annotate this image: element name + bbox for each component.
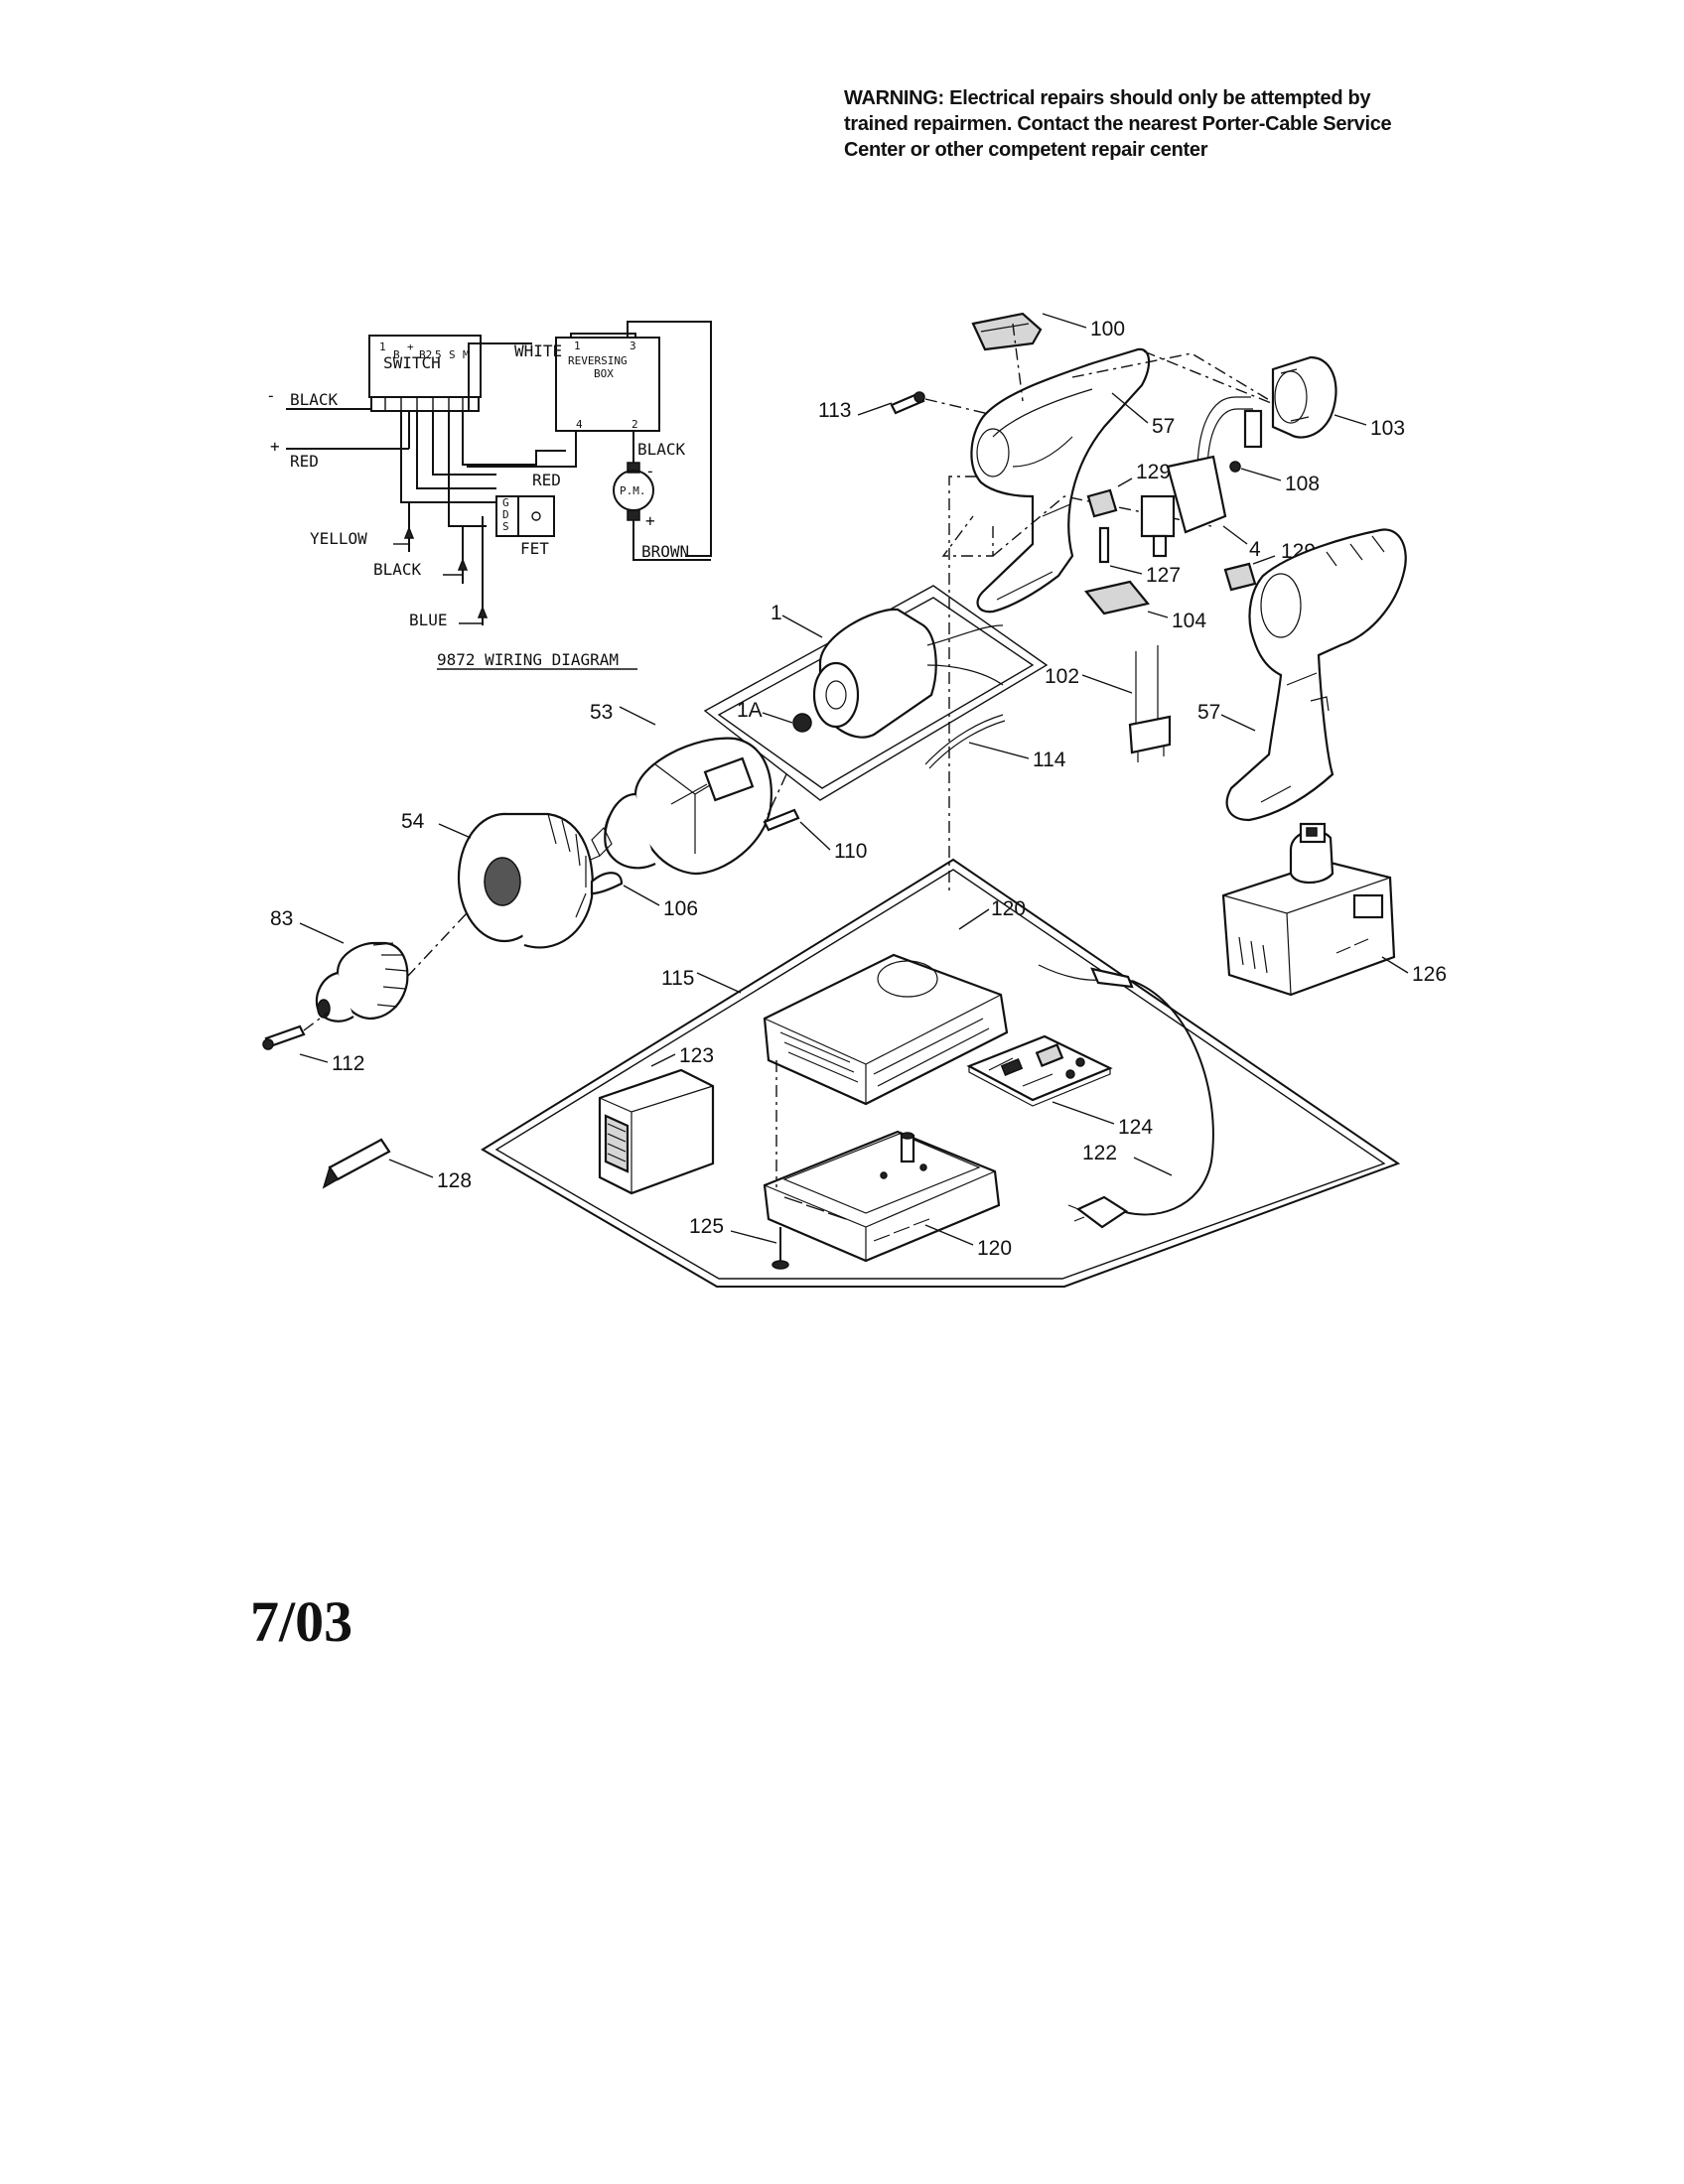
wire-white: WHITE [514,341,562,360]
charger-kit: 115 120 123 124 [481,858,1401,1288]
part-128-bit [328,1138,391,1181]
motor-label: P.M. [620,484,646,497]
switch-pin: S [449,348,456,361]
fet-pin: S [502,520,509,533]
switch-label: SWITCH [383,353,441,372]
callout-1: 1 [771,602,782,624]
part-1a-pinion [792,713,812,733]
callout-129-a: 129 [1136,461,1171,483]
wiring-diagram-title: 9872 WIRING DIAGRAM [437,650,619,669]
wire-blue: BLUE [409,611,448,629]
reversing-pin: 1 [574,340,581,352]
callout-106: 106 [663,897,698,920]
fet-pin: D [502,508,509,521]
callout-126: 126 [1412,963,1447,986]
wire-brown: BROWN [641,542,689,561]
switch-terminals [370,396,480,412]
wire-black-bottom: BLACK [373,560,422,579]
reversing-pin: 2 [632,418,638,431]
callout-100: 100 [1090,318,1125,341]
part-57-housing-left [970,347,1151,614]
part-100-button [971,312,1043,351]
reversing-box-label-2: BOX [594,367,614,380]
warning-note: WARNING: Electrical repairs should only … [844,87,1392,161]
wire-black-right: BLACK [637,440,686,459]
wire-red-left: RED [290,452,319,471]
part-110-screw [763,808,800,832]
callout-125: 125 [689,1215,724,1238]
switch-pin: B [393,348,400,361]
part-57-housing-right [1225,528,1407,822]
fet-pin: G [502,496,509,509]
callout-114: 114 [1033,749,1066,771]
callout-122: 122 [1082,1142,1117,1164]
callout-83: 83 [270,907,293,930]
part-83-chuck [336,941,409,1021]
callout-102: 102 [1045,665,1079,688]
part-127-pin [1098,526,1110,564]
part-120-charger-top [763,953,1009,1106]
callout-112: 112 [332,1052,364,1075]
part-106-spring [590,872,624,895]
callout-108: 108 [1285,473,1320,495]
switch-pin: 5 [435,348,442,361]
callout-104: 104 [1172,610,1206,632]
fet-body [517,495,555,537]
polarity-minus: - [266,386,276,405]
callout-120-base: 120 [977,1237,1012,1260]
callout-54: 54 [401,810,425,833]
callout-53: 53 [590,701,613,724]
callout-113: 113 [818,399,851,422]
svg-text:+: + [645,511,655,530]
callout-1a: 1A [737,699,763,722]
switch-pin: M [463,348,470,361]
callout-4: 4 [1249,538,1261,561]
callout-115: 115 [661,967,694,990]
part-114-tube [924,714,1006,769]
wire-black-left: BLACK [290,390,339,409]
switch-pin: B2 [419,348,432,361]
switch-pin: 1 [379,341,386,353]
part-104-plate [1084,580,1150,615]
callout-124: 124 [1118,1116,1153,1139]
callout-127: 127 [1146,564,1181,587]
part-122-plug [1075,1195,1129,1229]
part-53-gearbox [633,737,772,876]
part-129-spacer-a [1086,488,1118,518]
reversing-box-label: REVERSING [568,354,628,367]
polarity-plus: + [270,437,280,456]
switch-trigger [1140,494,1176,538]
reversing-pin: 3 [630,340,636,352]
callout-110: 110 [834,840,867,863]
wiring-diagram: SWITCH 1 B + B2 5 S M - BLACK + [266,321,712,670]
callout-103: 103 [1370,417,1405,440]
switch-pin: + [407,341,414,353]
battery-pack: 126 [1221,822,1447,997]
part-103-end-cap [1271,355,1337,439]
callout-57-left: 57 [1152,415,1175,438]
callout-128: 128 [437,1169,472,1192]
part-124-circuit-board [966,1034,1113,1102]
callout-123: 123 [679,1044,714,1067]
part-129-spacer-b [1223,562,1257,592]
reversing-pin: 4 [576,418,583,431]
charger-kit-outline [481,858,1401,1288]
part-102-clip [1128,715,1172,754]
wire-red-mid: RED [532,471,561,489]
callout-120-top: 120 [991,897,1026,920]
drill-assembly: 100 113 57 [262,312,1407,1192]
wire-connector [1243,409,1263,449]
svg-text:-: - [645,462,655,480]
part-4-switch [1166,455,1227,534]
reversing-box [555,337,660,432]
wire-yellow: YELLOW [310,529,367,548]
callout-57-right: 57 [1197,701,1220,724]
date-code: 7/03 [250,1589,353,1654]
fet-label: FET [520,539,549,558]
